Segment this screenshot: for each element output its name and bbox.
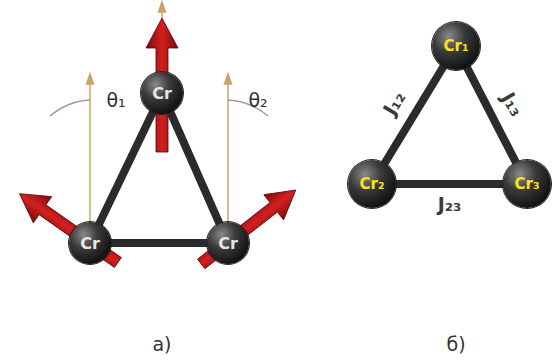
panel-label: б)	[446, 333, 465, 355]
angle-label: θ₂	[248, 89, 267, 111]
atom-sphere: Cr	[207, 222, 249, 264]
atom-sphere: Cr₁	[432, 22, 480, 70]
atom-sphere: Cr	[141, 72, 183, 114]
coupling-label: J₁₂	[377, 85, 410, 120]
atom-label: Cr	[80, 234, 100, 253]
atom-label: Cr₁	[444, 37, 469, 55]
bond-line	[98, 110, 154, 226]
atom-label: Cr₂	[360, 175, 385, 193]
coupling-label: J₂₃	[436, 193, 464, 215]
bond-line	[394, 180, 505, 188]
atom-sphere: Cr₃	[503, 160, 551, 208]
reference-axis	[87, 2, 232, 243]
spin-arrow	[10, 18, 305, 277]
bond-line	[109, 239, 209, 247]
atom-label: Cr	[218, 234, 238, 253]
coupling-label: J₁₃	[496, 86, 529, 121]
atom-sphere: Cr₂	[348, 160, 396, 208]
angle-label: θ₁	[106, 89, 125, 111]
bond-line	[170, 110, 221, 225]
panel-label: а)	[152, 333, 171, 355]
atom-label: Cr₃	[515, 175, 540, 193]
atom-sphere: Cr	[69, 222, 111, 264]
atom-label: Cr	[152, 84, 172, 103]
